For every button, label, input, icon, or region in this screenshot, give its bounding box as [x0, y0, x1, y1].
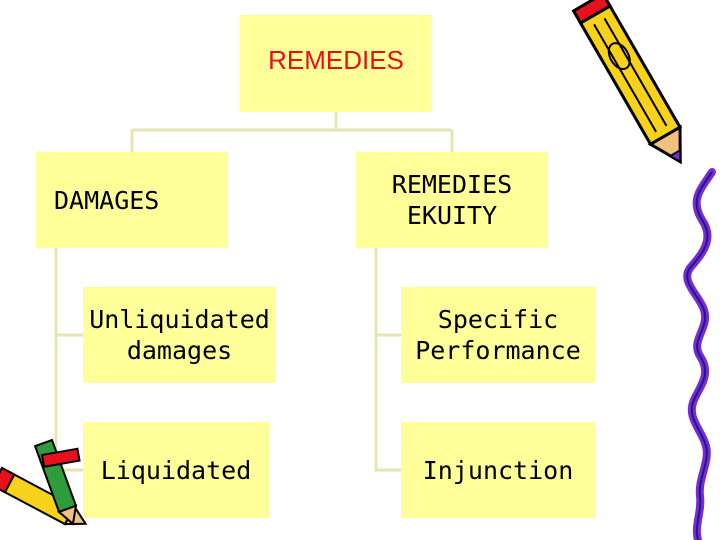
- injunction-label: Injunction: [422, 455, 574, 485]
- unliquidated-damages-label: Unliquidated damages: [89, 305, 270, 365]
- unliquidated-damages-node: Unliquidated damages: [83, 287, 276, 383]
- specific-performance-node: Specific Performance: [401, 287, 595, 383]
- liquidated-label: Liquidated: [100, 455, 252, 485]
- injunction-node: Injunction: [401, 422, 595, 518]
- specific-performance-label: Specific Performance: [415, 305, 581, 365]
- equity-node: REMEDIES EKUITY: [356, 152, 548, 248]
- root-node: REMEDIES: [240, 15, 432, 112]
- damages-label: DAMAGES: [54, 185, 160, 215]
- liquidated-node: Liquidated: [83, 422, 269, 518]
- root-label: REMEDIES: [268, 45, 404, 75]
- damages-node: DAMAGES: [36, 152, 228, 248]
- equity-label: REMEDIES EKUITY: [391, 170, 513, 230]
- connector-to-injunction: [374, 335, 401, 472]
